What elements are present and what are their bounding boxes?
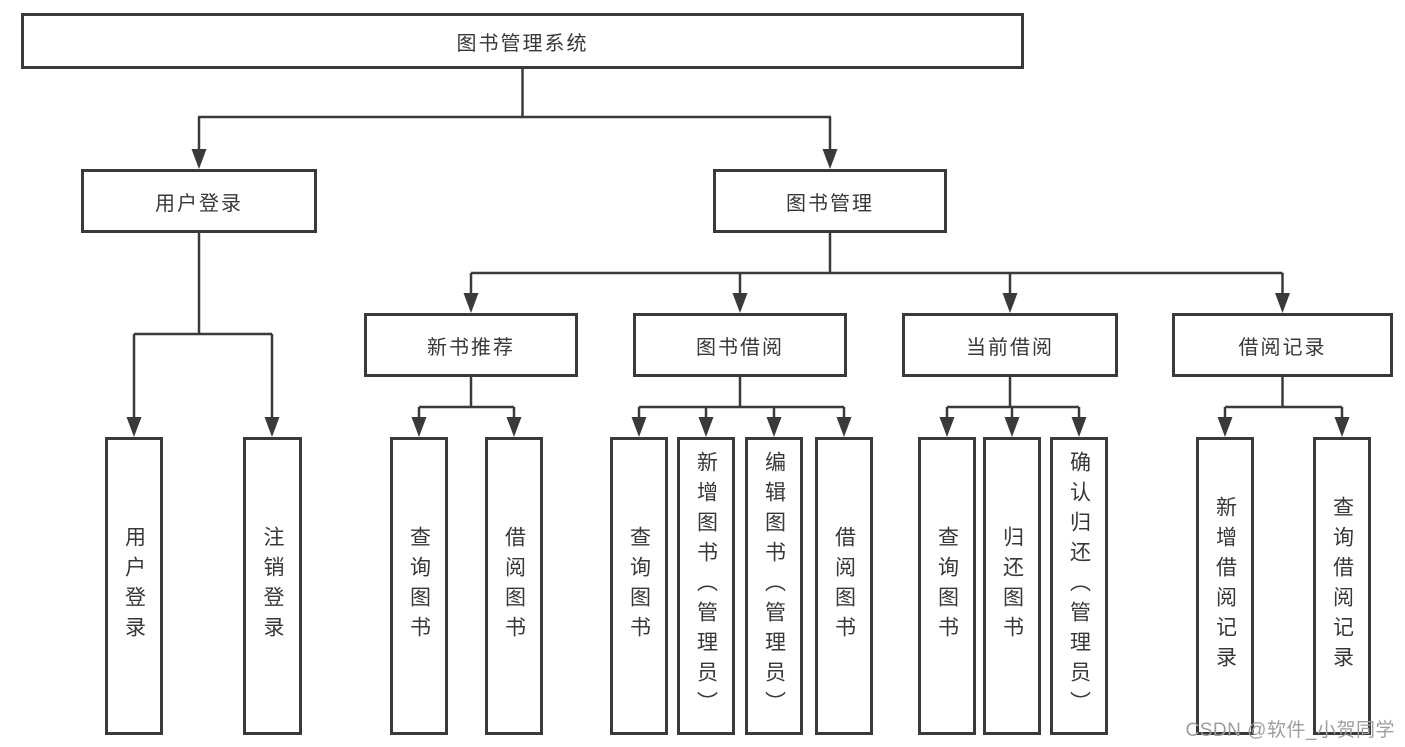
node-root: 图书管理系统 — [21, 13, 1024, 69]
leaf-borrow-books-borrowing: 借阅图书 — [815, 437, 873, 735]
leaf-query-books-recommend: 查询图书 — [390, 437, 448, 735]
node-book-borrowing-label: 图书借阅 — [696, 336, 784, 359]
leaf-borrow-books-recommend-label: 借阅图书 — [502, 526, 526, 646]
leaf-query-books-current-label: 查询图书 — [935, 526, 959, 646]
leaf-confirm-return-admin: 确认归还（管理员） — [1050, 437, 1108, 735]
leaf-borrow-books-recommend: 借阅图书 — [485, 437, 543, 735]
node-book-management-label: 图书管理 — [786, 192, 874, 215]
leaf-confirm-return-admin-label: 确认归还（管理员） — [1067, 451, 1091, 721]
leaf-edit-book-admin: 编辑图书（管理员） — [745, 437, 803, 735]
leaf-logout-label: 注销登录 — [261, 526, 284, 646]
node-current-borrowing-label: 当前借阅 — [966, 336, 1054, 359]
leaf-add-book-admin: 新增图书（管理员） — [677, 437, 735, 735]
leaf-query-books-recommend-label: 查询图书 — [407, 526, 431, 646]
node-user-login-label: 用户登录 — [155, 192, 243, 215]
leaf-edit-book-admin-label: 编辑图书（管理员） — [762, 451, 786, 721]
node-user-login: 用户登录 — [81, 169, 317, 233]
leaf-query-borrow-record: 查询借阅记录 — [1313, 437, 1371, 735]
watermark: CSDN @软件_小贺同学 — [1185, 720, 1395, 741]
leaf-user-login-label: 用户登录 — [122, 526, 146, 646]
leaf-add-book-admin-label: 新增图书（管理员） — [694, 451, 718, 721]
node-new-book-recommend: 新书推荐 — [364, 313, 578, 377]
node-book-borrowing: 图书借阅 — [633, 313, 847, 377]
leaf-return-books-label: 归还图书 — [1000, 526, 1024, 646]
leaf-query-books-current: 查询图书 — [918, 437, 976, 735]
leaf-return-books: 归还图书 — [983, 437, 1041, 735]
leaf-query-books-borrowing: 查询图书 — [610, 437, 668, 735]
node-current-borrowing: 当前借阅 — [902, 313, 1118, 377]
leaf-user-login: 用户登录 — [105, 437, 163, 735]
node-book-management: 图书管理 — [713, 169, 947, 233]
leaf-query-borrow-record-label: 查询借阅记录 — [1330, 496, 1354, 676]
leaf-add-borrow-record-label: 新增借阅记录 — [1213, 496, 1237, 676]
node-borrow-records-label: 借阅记录 — [1238, 336, 1327, 359]
leaf-borrow-books-borrowing-label: 借阅图书 — [832, 526, 856, 646]
node-root-label: 图书管理系统 — [456, 32, 589, 55]
node-new-book-recommend-label: 新书推荐 — [427, 336, 515, 359]
leaf-add-borrow-record: 新增借阅记录 — [1196, 437, 1254, 735]
leaf-logout: 注销登录 — [243, 437, 302, 735]
leaf-query-books-borrowing-label: 查询图书 — [627, 526, 651, 646]
node-borrow-records: 借阅记录 — [1172, 313, 1393, 377]
